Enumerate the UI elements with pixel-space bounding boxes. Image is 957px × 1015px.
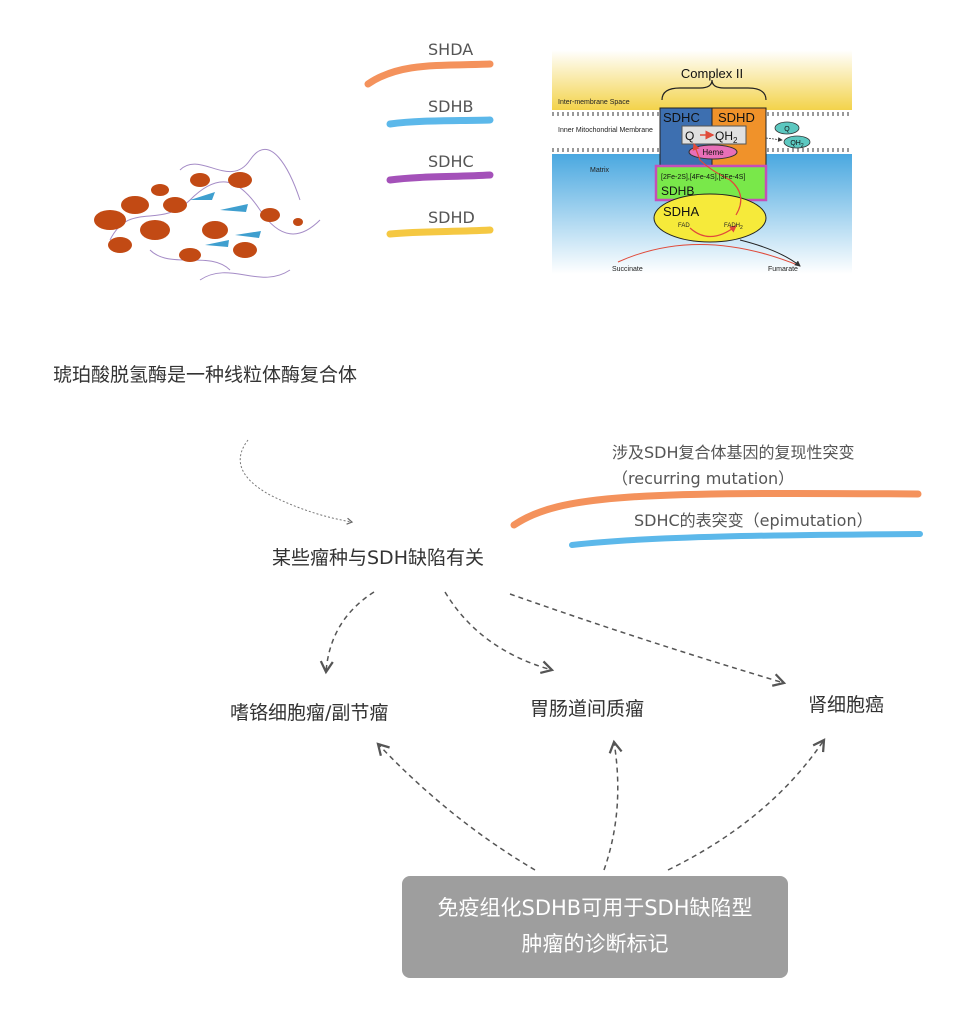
arrow-diagnosis-to-middle <box>603 739 623 871</box>
heme-group <box>688 144 738 160</box>
electron-path-arrow <box>692 142 742 216</box>
mechanism-epimutation-label: SDHC的表突变（epimutation） <box>634 511 873 530</box>
sdha-subunit <box>653 193 767 243</box>
fad-reduction-arrow <box>689 225 737 238</box>
fad-label: FAD <box>678 223 690 229</box>
tumor-left: 嗜铬细胞瘤/副节瘤 <box>230 702 389 724</box>
complex-title: Complex II <box>681 66 743 81</box>
arrow-center-to-left <box>319 591 375 675</box>
fumarate-label: Fumarate <box>768 266 798 273</box>
diagnosis-box: 免疫组化SDHB可用于SDH缺陷型肿瘤的诊断标记 <box>402 876 788 978</box>
arrow-caption-to-center <box>239 439 354 525</box>
heme-label: Heme <box>702 148 724 157</box>
legend-stroke-sdhc <box>386 171 494 184</box>
qh2-external <box>783 135 811 149</box>
arrow-diagnosis-to-left <box>376 742 536 871</box>
fadh2-label: FADH2 <box>724 223 743 231</box>
legend-stroke-shda <box>364 60 494 88</box>
q-external-label: Q <box>784 126 790 133</box>
sdhb-label: SDHB <box>661 184 694 198</box>
sdhc-label: SDHC <box>663 110 700 125</box>
q-label: Q <box>685 129 694 143</box>
mechanism-mutation-label: 涉及SDH复合体基因的复现性突变（recurring mutation） <box>612 443 855 488</box>
arrow-center-to-right <box>509 593 787 687</box>
clusters-label: [2Fe-2S],[4Fe-4S],[3Fe-4S] <box>661 174 745 181</box>
succinate-fumarate-arrowhead <box>739 239 801 267</box>
legend-stroke-sdhb <box>386 116 494 128</box>
tumor-right: 肾细胞癌 <box>808 694 885 716</box>
intermembrane-label: Inter-membrane Space <box>558 99 630 106</box>
arrow-center-to-middle <box>444 591 555 675</box>
protein-ribbon <box>94 148 321 281</box>
center-node: 某些瘤种与SDH缺陷有关 <box>272 547 484 569</box>
legend-label-sdhb: SDHB <box>428 97 474 116</box>
sdhd-label: SDHD <box>718 110 755 125</box>
mechanism-stroke-mutation <box>510 489 922 529</box>
arrow-diagnosis-to-right <box>667 738 826 871</box>
inner-membrane-label: Inner Mitochondrial Membrane <box>558 127 653 134</box>
intermembrane-region <box>552 50 852 110</box>
q-external <box>774 121 800 135</box>
tumor-middle: 胃肠道间质瘤 <box>530 698 645 720</box>
legend-label-sdhc: SDHC <box>428 152 474 171</box>
matrix-label: Matrix <box>590 167 610 174</box>
sdha-label: SDHA <box>663 204 699 219</box>
qh2-label: QH2 <box>715 129 738 145</box>
succinate-fumarate-arrow <box>617 244 801 267</box>
succinate-label: Succinate <box>612 266 643 273</box>
protein-caption: 琥珀酸脱氢酶是一种线粒体酶复合体 <box>52 364 357 386</box>
mechanism-stroke-epimutation <box>569 531 923 548</box>
complex-brace <box>661 79 767 101</box>
qh2-release-arrow <box>765 137 783 142</box>
legend-stroke-sdhd <box>386 226 494 238</box>
legend-label-sdhd: SDHD <box>428 208 475 227</box>
diagnosis-text: 免疫组化SDHB可用于SDH缺陷型肿瘤的诊断标记 <box>437 896 753 956</box>
legend-label-shda: SHDA <box>428 40 474 59</box>
qh2-external-label: QH2 <box>790 140 804 149</box>
